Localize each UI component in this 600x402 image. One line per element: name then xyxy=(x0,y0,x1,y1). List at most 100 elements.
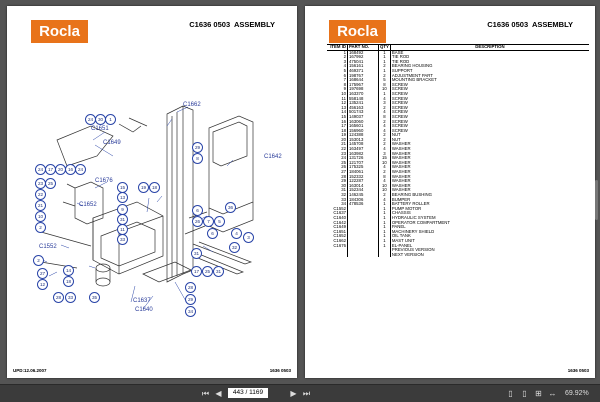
page-code: 1636 0503 xyxy=(269,368,291,373)
part-no-cell: 163370 xyxy=(347,91,379,97)
item-id-cell: C1676 xyxy=(327,243,348,249)
item-id-cell: C1552 xyxy=(327,206,348,212)
page-number-input[interactable]: 443 / 1169 xyxy=(228,388,268,398)
callout-22[interactable]: 22 xyxy=(35,189,46,200)
part-no-cell: 456163 xyxy=(347,105,379,111)
item-id-cell: 27 xyxy=(327,169,348,175)
qty-cell: 10 xyxy=(378,188,391,193)
part-no-cell xyxy=(347,252,379,258)
description-cell: HYDRAULIC SYSTEM xyxy=(391,214,436,220)
qty-cell: 4 xyxy=(378,96,391,102)
callout-14[interactable]: 14 xyxy=(63,265,74,276)
part-no-cell: 558148 xyxy=(347,96,379,102)
qty-cell: 4 xyxy=(378,123,391,129)
item-id-cell: C1637 xyxy=(327,211,348,216)
callout-4[interactable]: 4 xyxy=(231,228,242,239)
item-id-cell: 18 xyxy=(327,128,348,134)
callout-25b[interactable]: 25 xyxy=(202,266,213,277)
qty-cell: 1 xyxy=(378,206,391,212)
callout-27[interactable]: 27 xyxy=(37,268,48,279)
callout-label-C1676[interactable]: C1676 xyxy=(95,178,113,184)
callout-label-C1640[interactable]: C1640 xyxy=(135,307,153,313)
header-item-id: ITEM ID xyxy=(327,44,348,51)
callout-29[interactable]: 29 xyxy=(192,142,203,153)
part-no-cell: 122287 xyxy=(347,179,379,184)
part-no-cell: 167992 xyxy=(347,55,379,60)
callout-18[interactable]: 18 xyxy=(149,182,160,193)
item-id-cell: 6 xyxy=(327,73,348,79)
callout-label-C1642[interactable]: C1642 xyxy=(264,154,282,160)
callout-28b[interactable]: 28 xyxy=(53,292,64,303)
single-page-icon[interactable]: ▯ xyxy=(508,389,513,398)
item-id-cell: C1640 xyxy=(327,215,348,221)
callout-35[interactable]: 35 xyxy=(89,292,100,303)
viewer-toolbar: ⏮ ◀ 443 / 1169 ▶ ⏭ ▯ ▯ ⊞ ↔ 69.92% xyxy=(0,384,600,402)
vertical-scrollbar[interactable] xyxy=(595,180,598,220)
callout-label-C1649[interactable]: C1649 xyxy=(103,140,121,146)
description-cell: WASHER xyxy=(391,173,411,179)
qty-cell: 5 xyxy=(378,78,391,83)
next-page-icon[interactable]: ▶ xyxy=(290,389,297,398)
callout-1[interactable]: 1 xyxy=(105,114,116,125)
callout-label-C1637[interactable]: C1637 xyxy=(133,298,151,304)
description-cell: WASHER xyxy=(391,155,411,161)
page-title: C1636 0503 ASSEMBLY xyxy=(487,20,573,29)
qty-cell: 1 xyxy=(378,202,391,207)
callout-6[interactable]: 6 xyxy=(192,205,203,216)
callout-32[interactable]: 32 xyxy=(229,242,240,253)
callout-6b[interactable]: 6 xyxy=(207,228,218,239)
callout-21[interactable]: 21 xyxy=(35,200,46,211)
callout-33b[interactable]: 33 xyxy=(65,292,76,303)
callout-12[interactable]: 12 xyxy=(37,279,48,290)
callout-19[interactable]: 19 xyxy=(138,182,149,193)
fit-width-icon[interactable]: ↔ xyxy=(548,389,557,398)
description-cell: CHASSIS xyxy=(391,210,411,216)
item-id-cell: 13 xyxy=(327,105,348,111)
callout-2[interactable]: 2 xyxy=(35,222,46,233)
callout-label-C1552[interactable]: C1552 xyxy=(39,244,57,250)
part-no-cell: 163982 xyxy=(347,151,379,157)
item-id-cell: 10 xyxy=(327,91,348,97)
last-page-icon[interactable]: ⏭ xyxy=(302,389,311,398)
callout-36[interactable]: 36 xyxy=(225,202,236,213)
callout-label-C1662[interactable]: C1662 xyxy=(183,102,201,108)
callout-18b[interactable]: 18 xyxy=(63,276,74,287)
two-page-icon[interactable]: ▯ xyxy=(522,389,527,398)
first-page-icon[interactable]: ⏮ xyxy=(201,389,210,398)
callout-31c[interactable]: 31 xyxy=(213,266,224,277)
callout-10[interactable]: 10 xyxy=(35,211,46,222)
qty-cell: 2 xyxy=(378,142,391,148)
callout-34[interactable]: 34 xyxy=(185,306,196,317)
callout-33[interactable]: 33 xyxy=(117,234,128,245)
callout-5[interactable]: 5 xyxy=(214,216,225,227)
callout-label-C1652[interactable]: C1652 xyxy=(79,202,97,208)
callout-29b[interactable]: 29 xyxy=(185,294,196,305)
description-cell: OPERATOR COMPARTMENT xyxy=(391,219,451,225)
callout-label-C1651[interactable]: C1651 xyxy=(91,126,109,132)
part-no-cell: 163497 xyxy=(347,146,379,152)
callout-13[interactable]: 13 xyxy=(117,192,128,203)
description-cell: SCREW xyxy=(391,90,408,96)
qty-cell: 4 xyxy=(378,179,391,184)
callout-3[interactable]: 3 xyxy=(243,232,254,243)
callout-8[interactable]: 8 xyxy=(192,153,203,164)
callout-17b[interactable]: 17 xyxy=(191,266,202,277)
zoom-level[interactable]: 69.92% xyxy=(565,390,589,397)
callout-28c[interactable]: 28 xyxy=(185,282,196,293)
part-no-cell xyxy=(347,225,379,230)
prev-page-icon[interactable]: ◀ xyxy=(215,389,222,398)
callout-26[interactable]: 26 xyxy=(192,216,203,227)
callout-28[interactable]: 2 xyxy=(33,255,44,266)
callout-24c[interactable]: 24 xyxy=(75,164,86,175)
part-no-cell xyxy=(347,220,379,226)
callout-25[interactable]: 25 xyxy=(45,178,56,189)
fit-page-icon[interactable]: ⊞ xyxy=(535,389,542,398)
callout-7[interactable]: 7 xyxy=(203,216,214,227)
callout-31b[interactable]: 31 xyxy=(191,248,202,259)
description-cell: PANEL xyxy=(391,224,406,230)
